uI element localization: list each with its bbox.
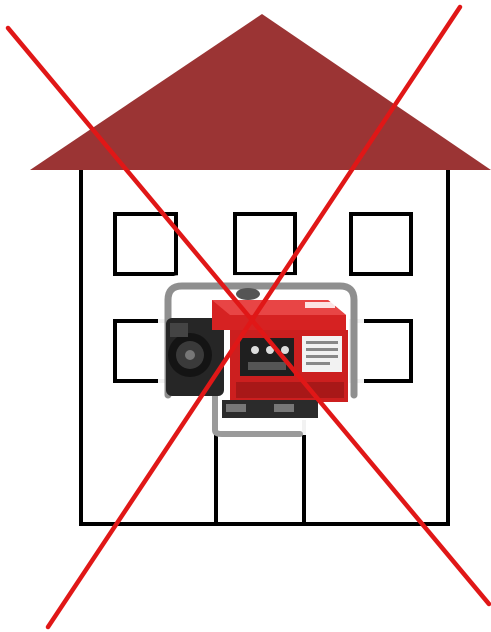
house-window	[351, 214, 411, 274]
house-roof	[30, 14, 491, 170]
house-window	[115, 214, 176, 274]
